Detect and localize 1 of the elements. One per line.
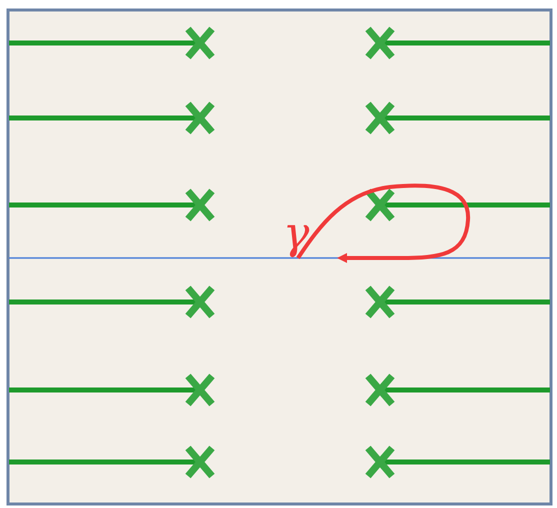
contour-label: γ [283,212,310,256]
